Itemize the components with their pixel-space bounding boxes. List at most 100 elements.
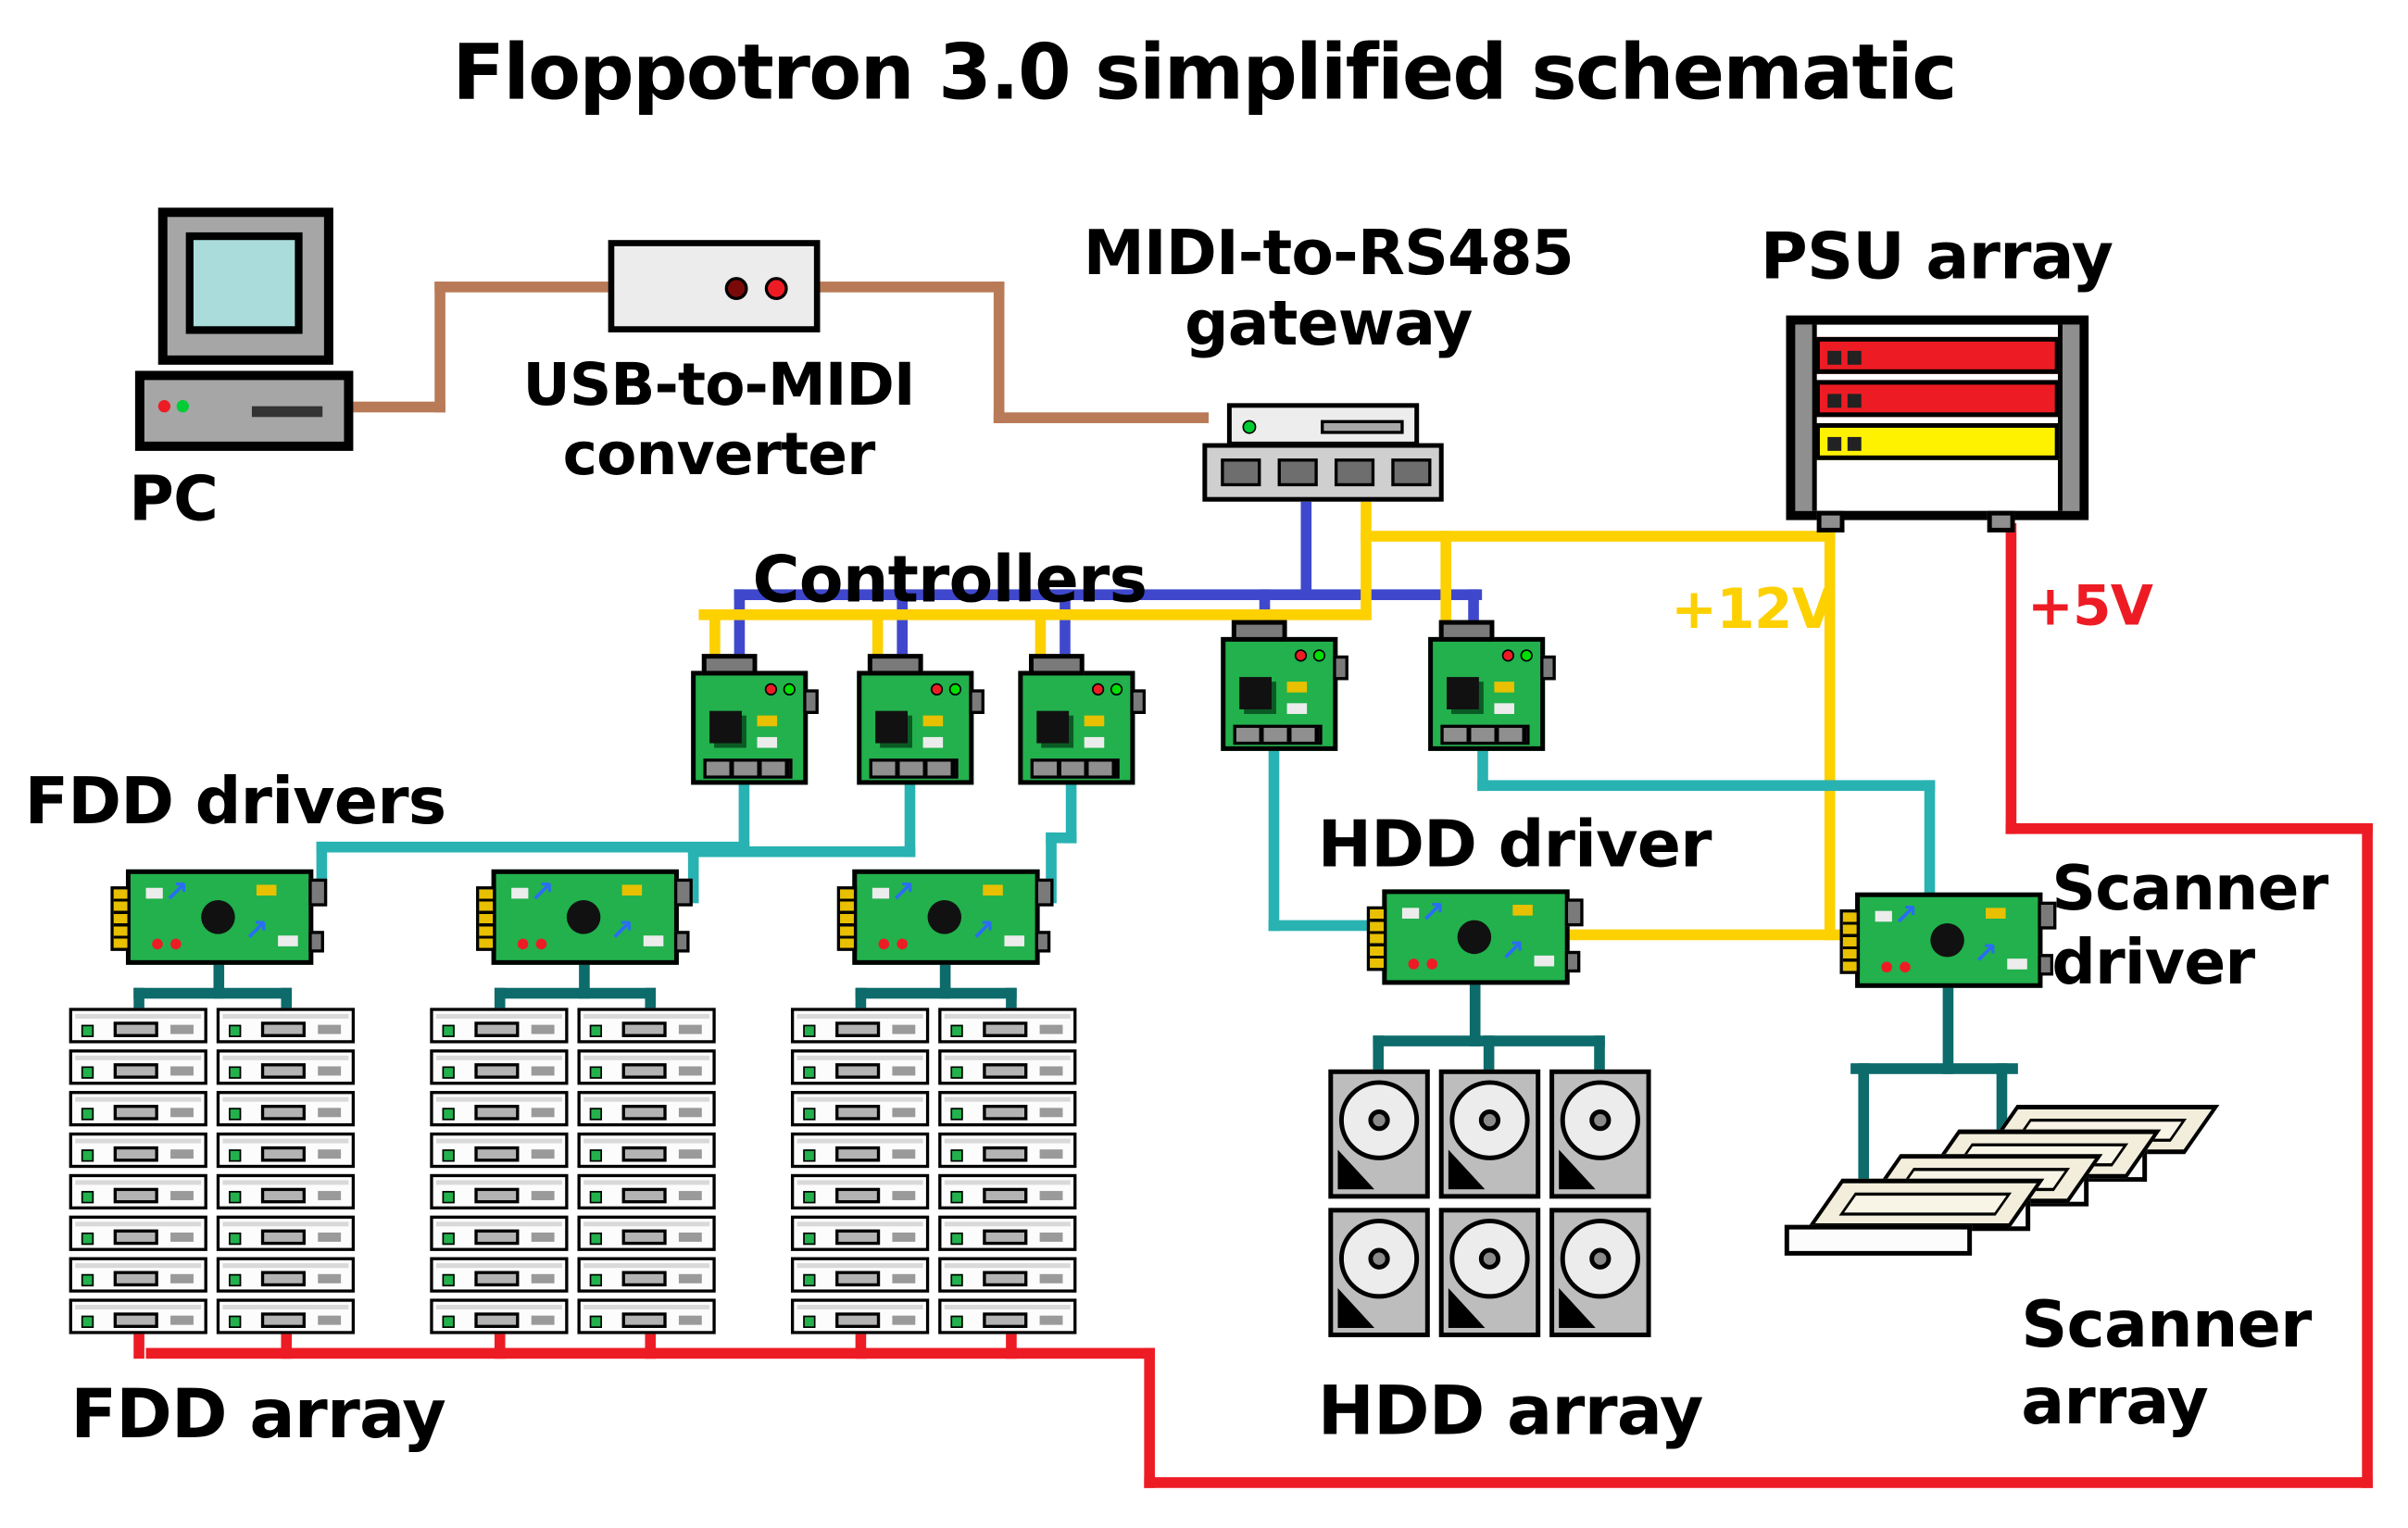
floppy-drive [938,1132,1077,1169]
floppy-drive [430,1008,569,1044]
label-line: gateway [1185,289,1473,360]
wire-5v-rail [2005,822,2373,834]
eject-button-icon [170,1108,194,1118]
wire-12v-rail [872,608,884,678]
wire-driver-signal [1477,780,1936,792]
disk-slot-icon [835,1063,881,1079]
wire-array-cable [1594,1035,1605,1076]
disk-slot-icon [983,1271,1028,1287]
floppy-drive [69,1008,207,1044]
psu-unit [1814,380,2060,418]
wire-array-cable [1858,1063,1870,1193]
eject-button-icon [531,1149,555,1159]
wire-rs485-bus [1060,589,1071,676]
eject-button-icon [892,1273,916,1284]
scanner-lid-icon [1807,1178,2045,1228]
rail-5v-label: +5V [2026,575,2153,639]
smd-pad-icon [1084,736,1105,748]
eject-button-icon [531,1273,555,1284]
red-led-icon [930,683,944,696]
aux-connector-icon [1540,655,1556,681]
drive-slot-icon [251,406,323,418]
screw-icon [1827,436,1842,451]
led-icon [1900,961,1911,973]
arrow-icon [164,879,188,908]
wire-array-cable [281,987,293,1016]
wire-12v-rail [709,608,721,678]
floppy-drive [790,1049,930,1085]
wire-5v-rail [1144,1347,1155,1488]
driver-chip-icon [566,900,601,934]
smd-pad-icon [983,884,1003,896]
vent-stripe-icon [1321,420,1404,434]
spindle-icon [1478,1247,1501,1270]
wire-midi-cable [350,401,445,413]
scanner-driver-label: Scanner driver [2051,853,2328,1001]
drive-led-icon [229,1315,242,1328]
disk-slot-icon [113,1187,158,1204]
driver-chip-icon [201,900,235,934]
disk-slot-icon [835,1187,881,1204]
disk-slot-icon [983,1312,1028,1328]
label-line: Scanner [2021,1286,2312,1362]
spindle-icon [1368,1109,1390,1132]
led-icon [170,938,182,950]
eject-button-icon [1039,1149,1063,1159]
smd-pad-icon [1875,910,1892,922]
drive-led-icon [81,1232,94,1246]
pin-header-icon [1233,724,1323,745]
hdd-array-grid [1328,1069,1651,1337]
screw-icon [1847,394,1862,408]
red-led-icon [764,683,778,696]
eject-button-icon [678,1191,702,1201]
disk-slot-icon [835,1021,881,1037]
floppy-drive [938,1173,1077,1210]
wire-driver-signal [316,841,328,904]
disk-slot-icon [621,1105,667,1121]
drive-led-icon [442,1024,455,1037]
disk-slot-icon [474,1229,520,1246]
drive-led-icon [229,1232,242,1246]
screw-icon [1827,350,1842,365]
led-icon [1426,958,1438,970]
disk-slot-icon [835,1105,881,1121]
disk-slot-icon [113,1105,158,1121]
wire-5v-rail [281,1322,293,1359]
wire-12v-rail [1440,531,1451,645]
wire-driver-signal [1924,780,1936,896]
eject-button-icon [318,1315,342,1325]
eject-button-icon [531,1191,555,1201]
floppy-drive [69,1091,207,1127]
bus-connector-icon [867,654,923,676]
red-led-icon [1091,683,1105,696]
status-led-icon [1242,420,1257,434]
disk-slot-icon [474,1105,520,1121]
smd-pad-icon [621,884,643,896]
wire-driver-signal [1065,782,1077,844]
edge-connector-icon [476,886,496,951]
wire-array-cable [855,987,867,1016]
aux-connector-icon [308,931,324,953]
output-connector-icon [1564,898,1584,927]
hard-drive [1328,1208,1430,1337]
pc-screen-icon [185,232,303,334]
wire-rs485-bus [1468,589,1479,642]
arrow-icon [609,917,633,946]
spindle-icon [1368,1247,1390,1270]
pin-header-icon [1440,724,1530,745]
eject-button-icon [892,1108,916,1118]
floppy-drive [577,1132,716,1169]
indicator-dot-icon [724,277,748,301]
eject-button-icon [170,1066,194,1076]
floppy-drive [790,1173,930,1210]
eject-button-icon [1039,1232,1063,1242]
disk-slot-icon [621,1229,667,1246]
drive-led-icon [803,1066,816,1079]
wire-rs485-bus [734,589,1483,601]
drive-led-icon [589,1024,603,1037]
screw-icon [1847,350,1862,365]
gateway-front-icon [1202,443,1444,502]
wire-5v-rail [494,1322,506,1359]
floppy-drive [790,1008,930,1044]
disk-slot-icon [835,1146,881,1162]
